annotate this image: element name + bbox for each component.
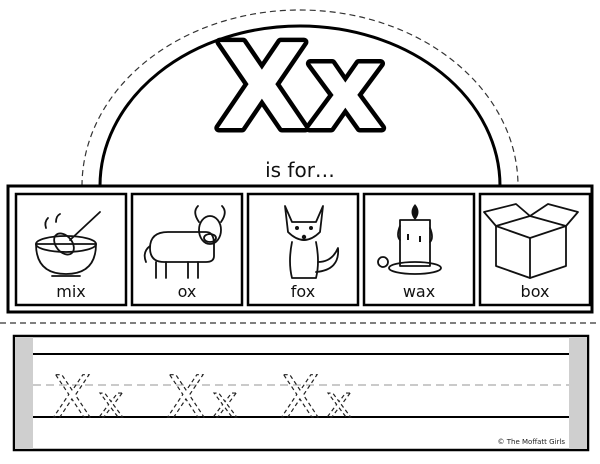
tracing-letters: X x X x X x (51, 362, 352, 431)
arch-outline (98, 24, 502, 187)
card-word: box (521, 282, 550, 301)
picture-card-ox: ox (130, 192, 244, 307)
card-word: mix (56, 282, 86, 301)
trace-lower: x (212, 377, 238, 428)
card-word: wax (403, 282, 435, 301)
tracing-strip (12, 334, 590, 452)
is-for-text: is for… (265, 158, 335, 182)
picture-card-mix: mix (14, 192, 128, 307)
trace-upper: X (52, 363, 92, 431)
ox-icon (143, 205, 226, 279)
card-word: ox (178, 282, 197, 301)
card-word: fox (291, 282, 315, 301)
fox-icon (284, 205, 339, 279)
mixing-bowl-icon (35, 211, 101, 277)
arch-cut-line (81, 9, 519, 187)
picture-card-fox: fox (246, 192, 360, 307)
trace-upper: X (280, 363, 320, 431)
picture-card-wax: wax (362, 192, 476, 307)
cardboard-box-icon (483, 203, 579, 279)
right-tab (569, 337, 587, 449)
copyright-credit: © The Moffatt Girls (498, 438, 566, 446)
title-letter: Xx (216, 18, 383, 156)
trace-upper: X (166, 363, 206, 431)
left-tab (15, 337, 33, 449)
picture-card-box: box (478, 192, 592, 307)
trace-lower: x (98, 377, 124, 428)
candle-wax-icon (377, 204, 442, 275)
trace-lower: x (326, 377, 352, 428)
